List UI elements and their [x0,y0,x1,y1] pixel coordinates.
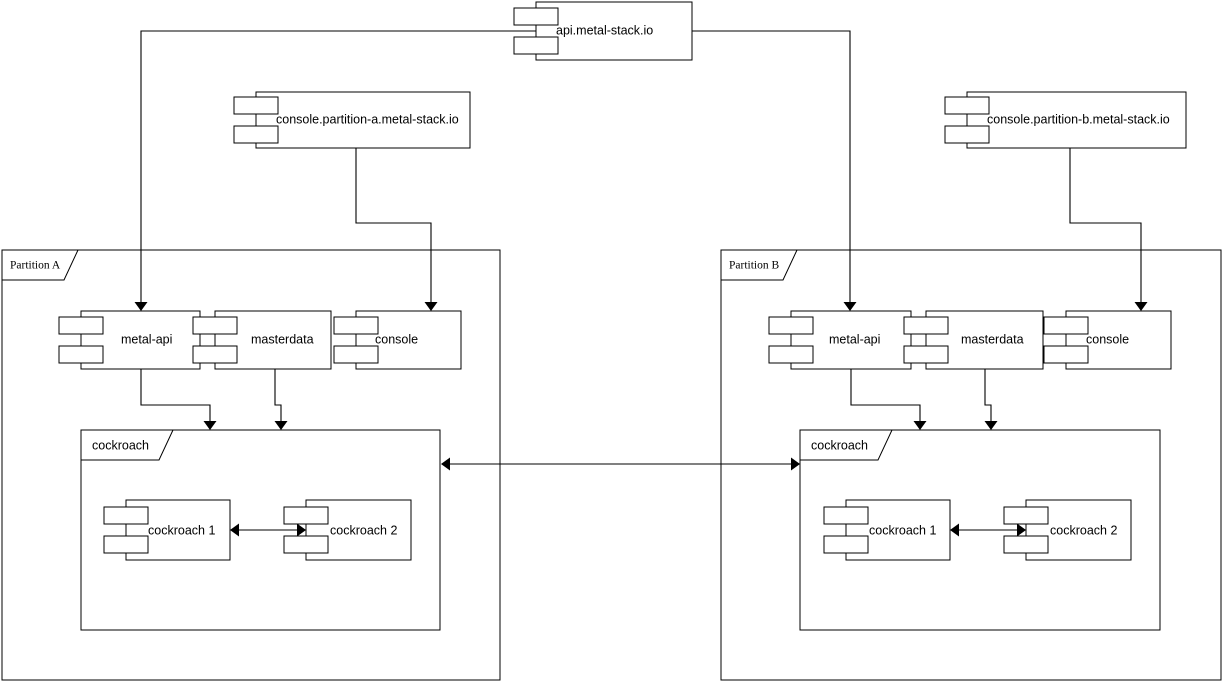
uml-component-icon [513,7,559,55]
partition-component-groups: metal-api masterdata console metal-api maste… [58,310,1172,370]
connector-console-a-to-console [355,148,438,311]
arrow-head [843,302,857,311]
arrow-head [134,302,148,311]
connector-path [984,369,992,424]
connector-console-b-to-console [1069,148,1148,311]
uml-component-icon [944,96,990,144]
arrow-head [950,523,959,537]
uml-component-icon [192,316,238,364]
component-label: masterdata [961,332,1024,346]
connector-path [140,30,536,305]
connector-path [692,30,851,305]
component-cockroach-a-2[interactable]: cockroach 2 [283,499,412,561]
arrow-head [1134,302,1148,311]
frame-label: cockroach [92,438,149,452]
component-label: cockroach 2 [1050,523,1117,537]
component-console-b-endpoint[interactable]: console.partition-b.metal-stack.io [944,91,1187,149]
frame-name-tab [800,429,893,461]
frame-label: cockroach [811,438,868,452]
component-cockroach-b-2[interactable]: cockroach 2 [1003,499,1132,561]
uml-component-icon [333,316,379,364]
connector-metal-api-b-to-cockroach [850,369,927,430]
arrow-head [913,421,927,430]
component-cockroach-a-1[interactable]: cockroach 1 [103,499,231,561]
connector-masterdata-b-to-cockroach [984,369,998,430]
component-partition-b-console[interactable]: console [1043,310,1172,370]
component-box [255,91,471,149]
connector-cockroach-a-to-cockroach-b [441,457,800,471]
component-label: api.metal-stack.io [556,23,653,37]
connector-path [274,369,282,424]
component-label: metal-api [121,332,172,346]
arrow-head [791,457,800,471]
arrow-head [274,421,288,430]
component-console-a-endpoint[interactable]: console.partition-a.metal-stack.io [233,91,471,149]
component-partition-a-console[interactable]: console [333,310,462,370]
component-cockroach-b-1[interactable]: cockroach 1 [823,499,951,561]
connector-cockroach-b1-to-b2 [950,523,1026,537]
arrow-head [203,421,217,430]
connector-path [355,148,432,305]
component-partition-a-metal-api[interactable]: metal-api [58,310,201,370]
frame-name-tab [2,249,79,281]
component-label: console.partition-a.metal-stack.io [276,112,459,126]
uml-component-icon [233,96,279,144]
uml-component-icon [103,506,149,554]
component-api-endpoint[interactable]: api.metal-stack.io [513,1,693,61]
connector-path [1069,148,1142,305]
uml-component-icon [58,316,104,364]
component-box [966,91,1187,149]
arrow-head [984,421,998,430]
connector-groups [134,30,1148,430]
frame-name-tab [81,429,174,461]
arrow-head [441,457,450,471]
component-label: console [1086,332,1129,346]
database-node-groups: cockroach cockroach 1 cockroach 2 cockroach… [80,429,1161,631]
arrow-head [297,523,306,537]
uml-component-icon [823,506,869,554]
uml-component-icon [283,506,329,554]
uml-component-icon [768,316,814,364]
bidirectional-connector-groups [230,457,1026,537]
component-label: metal-api [829,332,880,346]
component-label: console [375,332,418,346]
component-label: cockroach 1 [869,523,936,537]
component-box [535,1,693,61]
component-label: cockroach 2 [330,523,397,537]
uml-component-icon [903,316,949,364]
endpoint-component-groups: api.metal-stack.io console.partition-a.me… [233,1,1187,149]
connector-masterdata-a-to-cockroach [274,369,288,430]
arrow-head [1017,523,1026,537]
frame-label: Partition B [729,260,779,272]
component-label: masterdata [251,332,314,346]
connector-path [850,369,921,424]
arrow-head [424,302,438,311]
component-partition-a-masterdata[interactable]: masterdata [192,310,332,370]
connector-metal-api-a-to-cockroach [140,369,217,430]
component-label: cockroach 1 [148,523,215,537]
connector-path [140,369,211,424]
connector-api-to-metal-api-a [134,30,536,311]
arrow-head [230,523,239,537]
uml-component-icon [1003,506,1049,554]
component-label: console.partition-b.metal-stack.io [987,112,1170,126]
connector-cockroach-a1-to-a2 [230,523,306,537]
component-partition-b-masterdata[interactable]: masterdata [903,310,1044,370]
uml-component-icon [1043,316,1089,364]
connector-api-to-metal-api-b [692,30,857,311]
frame-name-tab [721,249,798,281]
frame-label: Partition A [10,260,61,272]
component-partition-b-metal-api[interactable]: metal-api [768,310,912,370]
